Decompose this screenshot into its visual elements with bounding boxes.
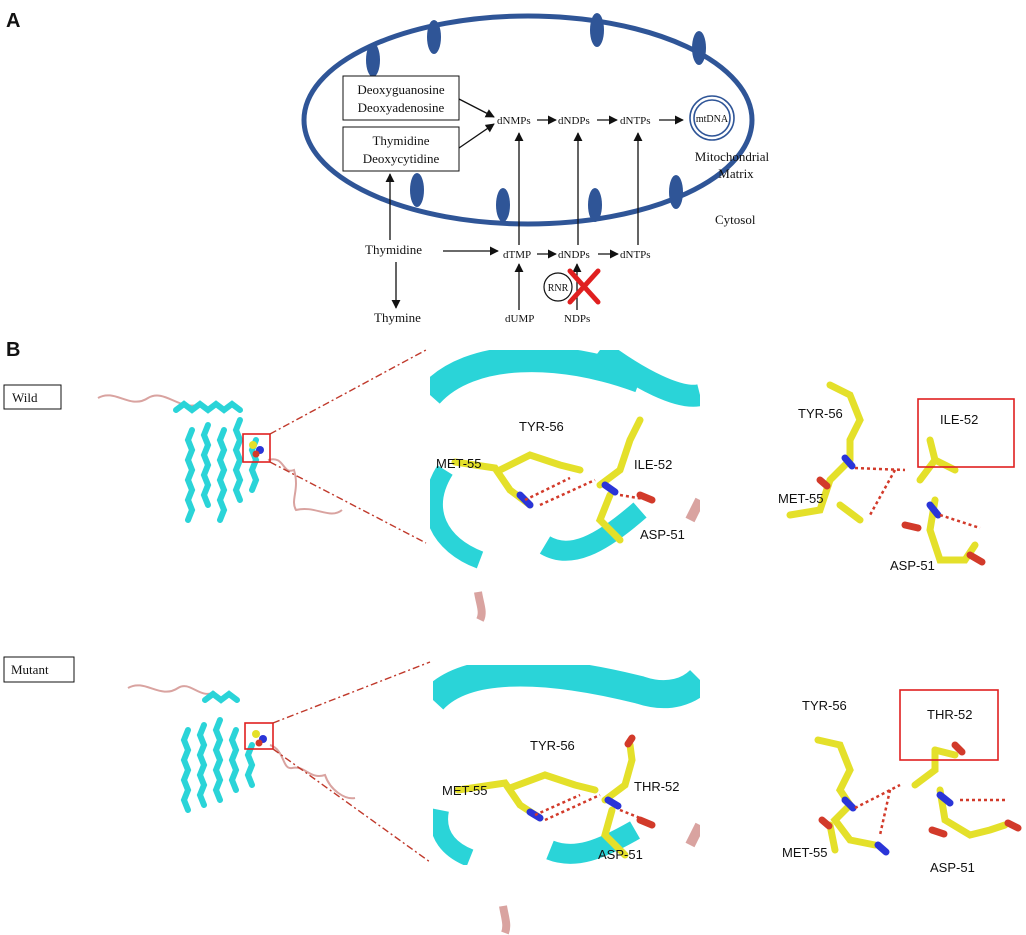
deoxyguanosine-box: Deoxyguanosine Deoxyadenosine [342,75,460,121]
rnr-enzyme: RNR [543,272,573,302]
outer-pathway: Thymidine Thymine dTMP dNDPs dNTPs dUMP … [365,132,651,325]
deoxyadenosine-label: Deoxyadenosine [358,100,445,115]
inner-dnmps: dNMPs [497,115,531,127]
wild-zoom-tyr: TYR-56 [519,419,564,434]
wild-stick-met: MET-55 [778,491,824,506]
panel-a-label: A [6,10,20,32]
mutant-protein-structure [127,684,356,813]
mtdna-label: mtDNA [696,114,729,125]
inner-dntps: dNTPs [620,115,651,127]
wild-stick-res52: ILE-52 [940,412,978,427]
wild-stick-model: TYR-56 MET-55 ILE-52 ASP-51 [778,381,1015,573]
matrix-label-2: Matrix [718,166,754,181]
outer-dntps: dNTPs [620,249,651,261]
mutant-residue52-highlight [899,689,999,761]
mutant-stick-met: MET-55 [782,845,828,860]
matrix-label-1: Mitochondrial [695,149,770,164]
outer-ndps: NDPs [564,313,590,325]
mtdna-icon: mtDNA [689,95,735,141]
wild-protein-structure [97,394,343,523]
mutant-zoom-asp: ASP-51 [598,847,643,862]
mutant-zoom-met: MET-55 [442,783,488,798]
wild-zoom-view: TYR-56 MET-55 ILE-52 ASP-51 [430,350,700,620]
outer-dndps: dNDPs [558,249,590,261]
wild-label: Wild [12,390,38,405]
mitochondrion [301,13,755,227]
outer-dtmp: dTMP [503,249,531,261]
mutant-stick-res52: THR-52 [927,707,973,722]
wild-zoom-met: MET-55 [436,456,482,471]
wild-residue52-highlight [917,398,1015,468]
mutant-row: Mutant [3,656,1022,935]
deoxyguanosine-label: Deoxyguanosine [357,82,445,97]
outer-thymidine: Thymidine [365,242,422,257]
mutant-label: Mutant [11,662,49,677]
mutant-stick-asp: ASP-51 [930,860,975,875]
mutant-stick-tyr: TYR-56 [802,698,847,713]
wild-site-highlight-box [242,433,271,463]
mutant-stick-model: TYR-56 MET-55 THR-52 ASP-51 [782,689,1022,875]
wild-zoom-res52: ILE-52 [634,457,672,472]
wild-label-box: Wild [3,384,62,410]
thymidine-box-label: Thymidine [372,133,429,148]
wild-stick-tyr: TYR-56 [798,406,843,421]
inner-dndps: dNDPs [558,115,590,127]
wild-stick-asp: ASP-51 [890,558,935,573]
mutant-zoom-view: TYR-56 MET-55 THR-52 ASP-51 [433,665,700,865]
mutant-label-box: Mutant [3,656,75,683]
panel-b-label: B [6,339,20,361]
rnr-label: RNR [548,283,569,294]
thymidine-box: Thymidine Deoxycytidine [342,126,460,172]
mitochondrial-membrane [301,13,755,227]
mutant-zoom-tyr: TYR-56 [530,738,575,753]
deoxycytidine-label: Deoxycytidine [363,151,440,166]
cytosol-label: Cytosol [715,212,756,227]
wild-zoom-asp: ASP-51 [640,527,685,542]
inner-pathway: dNMPs dNDPs dNTPs mtDNA Mitochondrial Ma… [458,95,770,181]
membrane-channels [366,13,706,222]
outer-thymine: Thymine [374,310,421,325]
outer-dump: dUMP [505,313,534,325]
blocked-cross-icon [567,268,601,305]
mutant-zoom-res52: THR-52 [634,779,680,794]
wild-row: Wild [3,349,1015,622]
mutant-site-highlight-box [244,722,274,750]
